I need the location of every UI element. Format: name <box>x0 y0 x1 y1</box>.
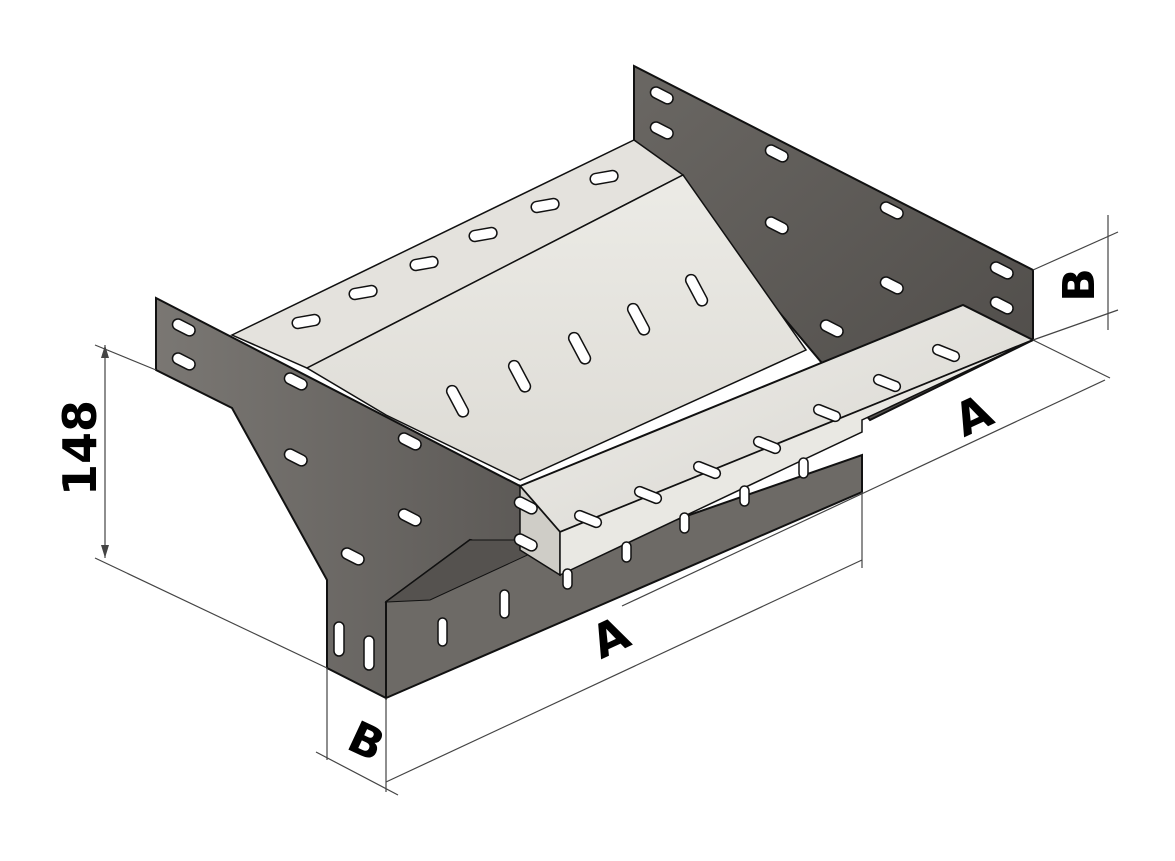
depth-dimension-label-back: B <box>1054 268 1105 302</box>
flange-slots <box>573 343 961 529</box>
dimension-lines <box>94 215 1119 796</box>
height-dimension-label: 148 <box>53 400 107 496</box>
narrow-side-slots <box>437 457 809 647</box>
back-wall-slots <box>649 86 1014 338</box>
width-dimension-label-front: A <box>583 605 638 669</box>
base-plate-wide <box>230 139 808 481</box>
floor-slots <box>291 169 709 418</box>
front-wall-slots <box>171 318 538 671</box>
depth-dimension-label-front: B <box>340 712 392 772</box>
width-dimension-label-back: A <box>946 383 1001 447</box>
